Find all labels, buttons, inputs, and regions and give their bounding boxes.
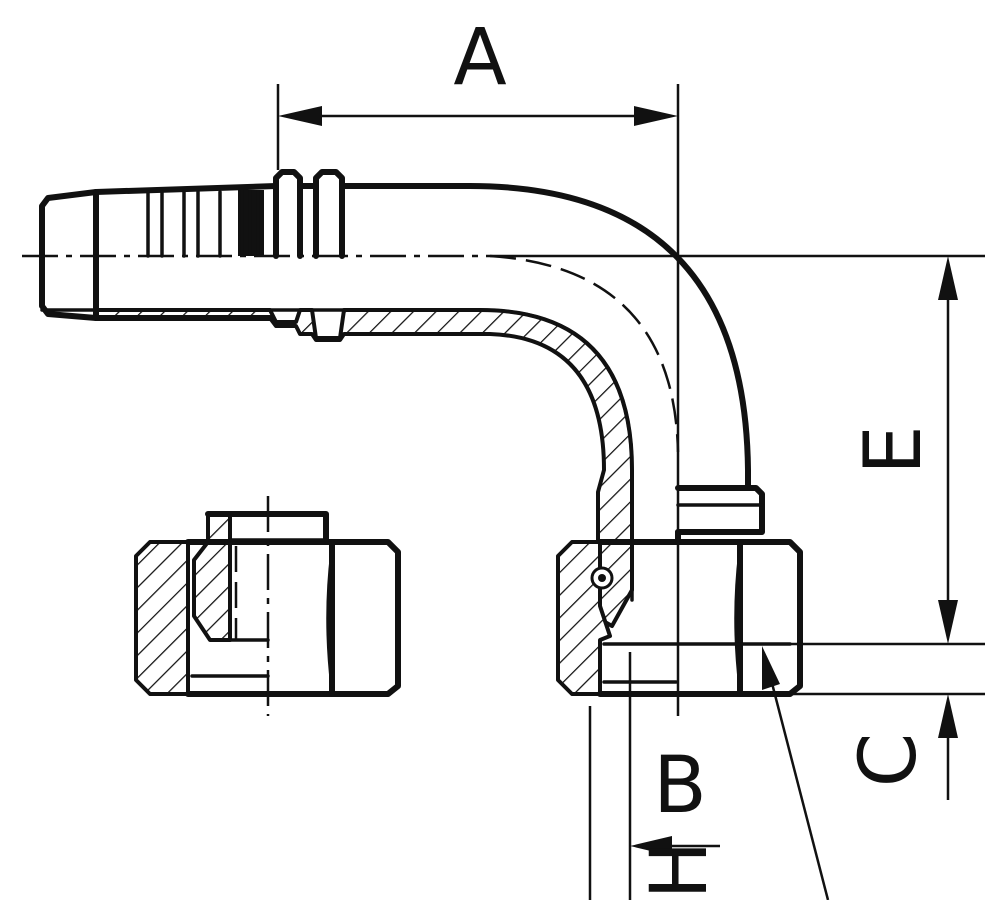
swivel-nut-detail [134, 496, 401, 716]
collar-1 [273, 169, 303, 259]
dimension-label-E: E [849, 425, 939, 474]
detail-insert-section [192, 512, 232, 642]
dimension-label-B: B [653, 741, 707, 831]
collar-2 [313, 169, 345, 259]
detail-nut-section [134, 540, 190, 696]
dimension-C: C [790, 642, 985, 800]
detail-nut-body [185, 539, 401, 697]
hidden-bore-line [489, 254, 680, 453]
dimension-E: E [849, 256, 958, 644]
dimension-label-C: C [844, 733, 934, 787]
dimension-B: B [588, 652, 720, 900]
elbow-fitting [39, 169, 765, 628]
dimension-label-A: A [453, 13, 506, 103]
center-lines [22, 84, 985, 716]
elbow-bore-line [40, 308, 634, 602]
dimension-A: A [276, 13, 678, 170]
dimension-label-H: H [635, 841, 725, 900]
leader-thread [762, 646, 830, 900]
dimension-H: H [635, 841, 725, 900]
spigot [675, 485, 765, 535]
nut-hex-body [597, 539, 803, 697]
hose-tail-serrations [146, 190, 264, 258]
